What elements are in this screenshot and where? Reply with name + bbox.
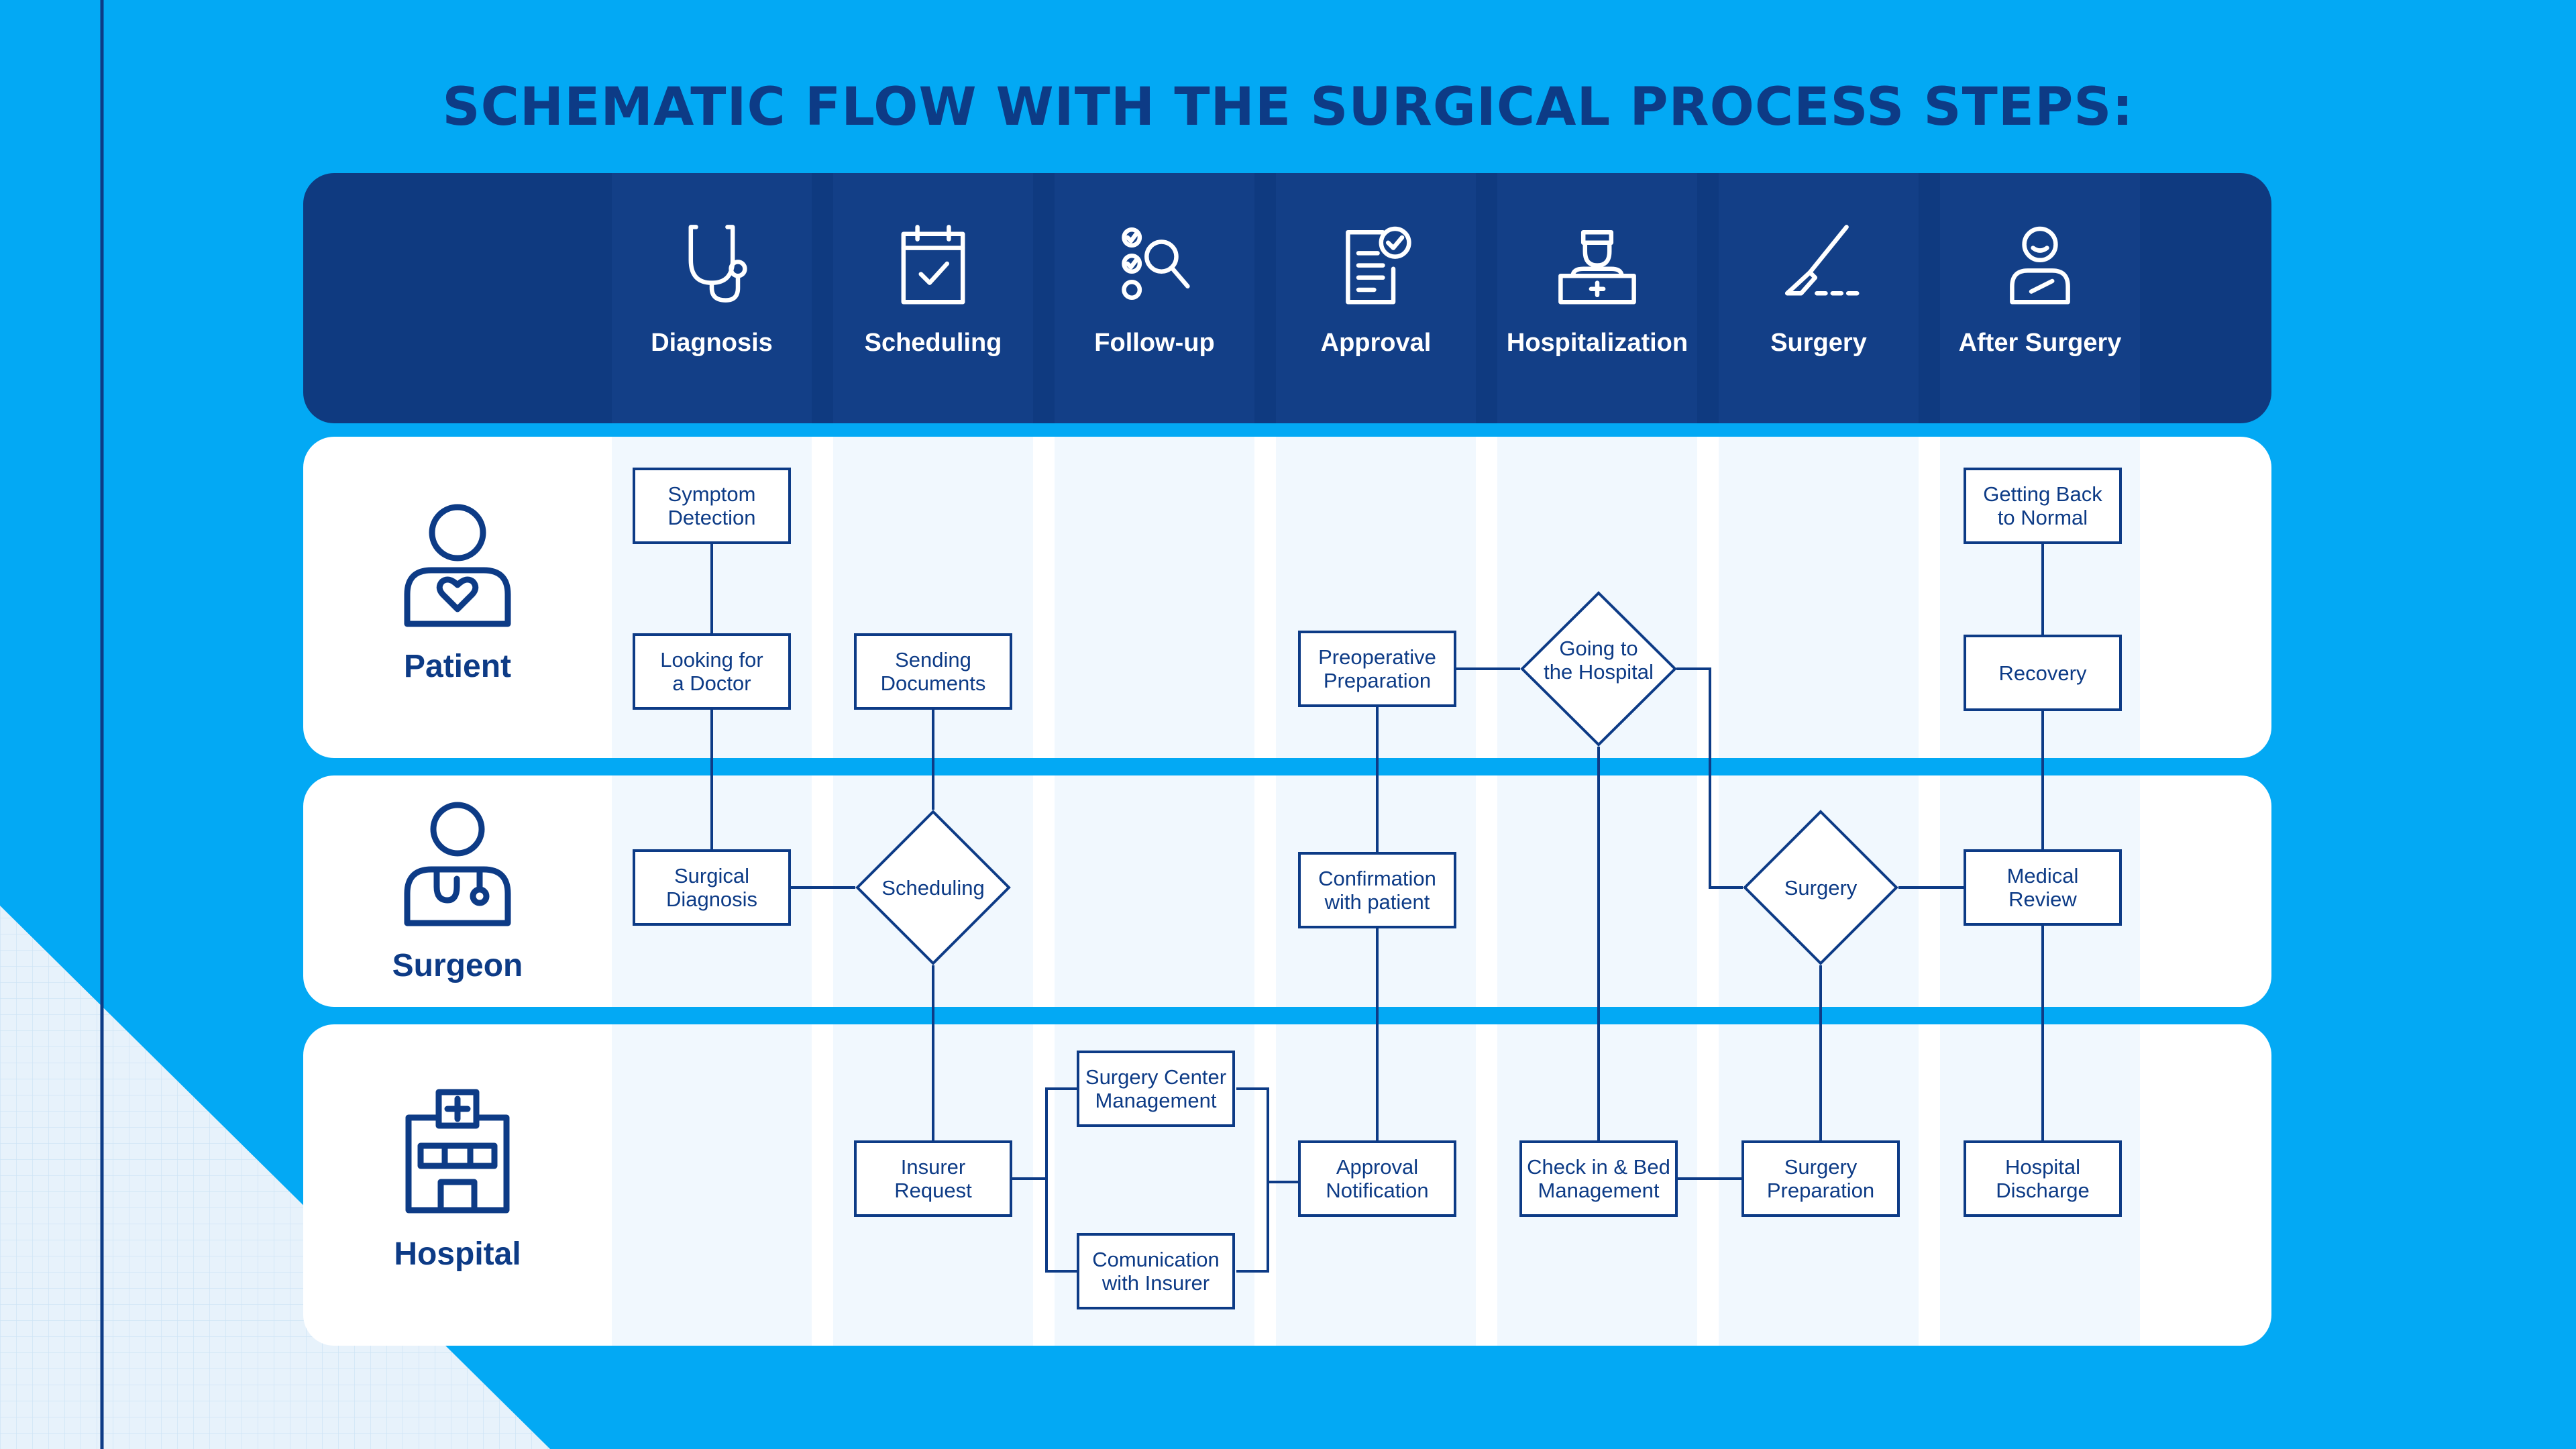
- step-column-shade: [1055, 173, 1254, 423]
- step-label: Surgery: [1770, 329, 1867, 357]
- lane-label: Surgeon: [392, 948, 523, 983]
- surgeon-stethoscope-icon: [404, 802, 511, 926]
- lane-column-shade: [1719, 437, 1919, 758]
- lane-label: Patient: [403, 649, 512, 684]
- node-surgery-decision: Surgery: [1743, 810, 1898, 965]
- step-follow-up: Follow-up: [1044, 173, 1265, 423]
- node-preoperative-preparation: Preoperative Preparation: [1298, 631, 1456, 707]
- patient-heart-icon: [404, 504, 511, 627]
- step-after-surgery: After Surgery: [1929, 173, 2151, 423]
- lane-column-shade: [1055, 775, 1254, 1007]
- lane-actor-hospital: Hospital: [303, 1088, 612, 1273]
- step-label: Hospitalization: [1506, 329, 1688, 357]
- decision-diamond-shape: [855, 810, 1011, 965]
- node-check-in-bed-management: Check in & Bed Management: [1519, 1140, 1678, 1217]
- node-sending-documents: Sending Documents: [854, 633, 1012, 710]
- step-diagnosis: Diagnosis: [601, 173, 822, 423]
- step-scheduling: Scheduling: [822, 173, 1044, 423]
- node-surgery-preparation: Surgery Preparation: [1741, 1140, 1900, 1217]
- nurse-desk-icon: [1554, 220, 1641, 307]
- connector-split-branches: [1045, 1087, 1078, 1273]
- step-label: After Surgery: [1958, 329, 2122, 357]
- node-comunication-with-insurer: Comunication with Insurer: [1077, 1233, 1235, 1309]
- checklist-search-icon: [1111, 220, 1198, 307]
- lane-actor-surgeon: Surgeon: [303, 800, 612, 984]
- decision-label: Surgery: [1784, 875, 1858, 900]
- node-recovery: Recovery: [1964, 635, 2122, 711]
- decision-label: Going to the Hospital: [1544, 637, 1654, 684]
- node-looking-for-doctor: Looking for a Doctor: [633, 633, 791, 710]
- lane-column-shade: [1055, 437, 1254, 758]
- stethoscope-icon: [668, 220, 755, 307]
- lane-actor-patient: Patient: [303, 500, 612, 685]
- lane-label: Hospital: [394, 1236, 521, 1272]
- hospital-building-icon: [405, 1089, 510, 1214]
- step-column-shade: [1276, 173, 1476, 423]
- node-confirmation-with-patient: Confirmation with patient: [1298, 852, 1456, 928]
- node-insurer-request: Insurer Request: [854, 1140, 1012, 1217]
- recovering-patient-icon: [1996, 220, 2084, 307]
- node-hospital-discharge: Hospital Discharge: [1964, 1140, 2122, 1217]
- step-column-shade: [1719, 173, 1919, 423]
- decision-diamond-shape: [1743, 810, 1898, 965]
- step-label: Approval: [1320, 329, 1432, 357]
- node-going-to-hospital: Going to the Hospital: [1520, 591, 1677, 747]
- document-approved-icon: [1332, 220, 1419, 307]
- scalpel-icon: [1775, 220, 1862, 307]
- node-surgery-center-management: Surgery Center Management: [1077, 1051, 1235, 1127]
- connector-merge-branches: [1236, 1087, 1269, 1273]
- step-column-shade: [1940, 173, 2140, 423]
- step-approval: Approval: [1265, 173, 1487, 423]
- node-approval-notification: Approval Notification: [1298, 1140, 1456, 1217]
- step-label: Scheduling: [864, 329, 1002, 357]
- node-scheduling-decision: Scheduling: [855, 810, 1011, 965]
- step-surgery: Surgery: [1708, 173, 1929, 423]
- decision-diamond-shape: [1520, 591, 1677, 747]
- decision-label: Scheduling: [881, 875, 985, 900]
- connector-going-to-surgery: [1676, 667, 1743, 889]
- calendar-check-icon: [890, 220, 977, 307]
- node-getting-back-to-normal: Getting Back to Normal: [1964, 468, 2122, 544]
- lane-column-shade: [612, 1024, 812, 1346]
- step-column-shade: [612, 173, 812, 423]
- step-column-shade: [833, 173, 1033, 423]
- step-column-shade: [1497, 173, 1697, 423]
- node-surgical-diagnosis: Surgical Diagnosis: [633, 849, 791, 926]
- step-label: Follow-up: [1094, 329, 1215, 357]
- step-hospitalization: Hospitalization: [1487, 173, 1708, 423]
- node-symptom-detection: Symptom Detection: [633, 468, 791, 544]
- step-label: Diagnosis: [651, 329, 773, 357]
- page-title: SCHEMATIC FLOW WITH THE SURGICAL PROCESS…: [442, 77, 2134, 138]
- steps-header-band: Diagnosis Scheduling: [303, 173, 2271, 423]
- node-medical-review: Medical Review: [1964, 849, 2122, 926]
